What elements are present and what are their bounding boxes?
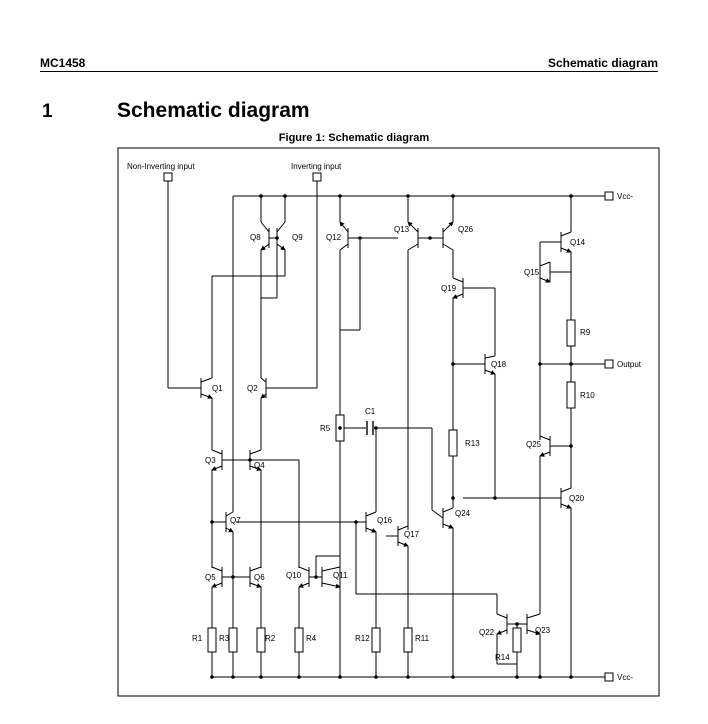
label-non-inverting-input: Non-Inverting input (127, 162, 195, 171)
label-q17: Q17 (404, 530, 420, 539)
label-q6: Q6 (254, 573, 265, 582)
resistor-r1 (207, 627, 217, 653)
label-r1: R1 (192, 634, 203, 643)
pin-vcc-bottom (604, 672, 614, 682)
label-q1: Q1 (212, 384, 223, 393)
transistor-q23 (526, 613, 541, 636)
figure-frame (117, 147, 660, 697)
transistor-q25 (539, 435, 551, 457)
label-q10: Q10 (286, 571, 302, 580)
label-q3: Q3 (205, 456, 216, 465)
pin-non-inverting-input (163, 172, 173, 182)
capacitor-c1 (366, 421, 374, 435)
label-r3: R3 (219, 634, 230, 643)
label-inverting-input: Inverting input (291, 162, 342, 171)
header-rule (40, 71, 658, 72)
header-part-number: MC1458 (40, 56, 86, 70)
label-q16: Q16 (377, 516, 393, 525)
label-r14: R14 (495, 653, 510, 662)
transistor-q9 (276, 221, 286, 251)
transistor-q5 (211, 566, 223, 588)
label-r10: R10 (580, 391, 595, 400)
resistor-r14 (512, 627, 522, 653)
transistor-q6 (249, 566, 262, 588)
label-q9: Q9 (292, 233, 303, 242)
resistor-r12 (371, 627, 381, 653)
label-q13: Q13 (394, 225, 410, 234)
section-title: Schematic diagram (117, 99, 310, 122)
label-q8: Q8 (250, 233, 261, 242)
label-q15: Q15 (524, 268, 540, 277)
label-q2: Q2 (247, 384, 258, 393)
resistor-r3 (228, 627, 238, 653)
label-q26: Q26 (458, 225, 474, 234)
label-q19: Q19 (441, 284, 457, 293)
label-q4: Q4 (254, 461, 265, 470)
transistor-q22 (496, 613, 508, 635)
transistor-q13 (407, 221, 419, 251)
label-q23: Q23 (535, 626, 551, 635)
resistor-r10 (566, 381, 576, 409)
pin-vcc-top (604, 191, 614, 201)
transistor-q17 (397, 525, 409, 547)
label-q24: Q24 (455, 509, 471, 518)
figure-caption: Figure 1: Schematic diagram (278, 132, 430, 144)
transistor-q11 (321, 566, 341, 589)
label-r5: R5 (320, 424, 331, 433)
transistor-q18 (484, 354, 496, 375)
resistor-r13 (448, 429, 458, 457)
transistor-q8 (260, 221, 270, 251)
transistor-q12 (339, 221, 349, 251)
label-c1: C1 (365, 407, 376, 416)
transistor-q14 (560, 231, 572, 253)
label-r2: R2 (265, 634, 276, 643)
transistor-q15 (539, 261, 551, 283)
resistor-r2 (256, 627, 266, 653)
label-q14: Q14 (570, 238, 586, 247)
label-r9: R9 (580, 328, 591, 337)
label-r12: R12 (355, 634, 370, 643)
header-section-title: Schematic diagram (547, 56, 658, 70)
label-r4: R4 (306, 634, 317, 643)
label-q12: Q12 (326, 233, 342, 242)
transistor-q20 (560, 487, 572, 509)
label-vcc-top: Vcc- (617, 192, 633, 201)
section-number: 1 (42, 101, 53, 122)
transistor-q3 (211, 449, 223, 471)
label-q5: Q5 (205, 573, 216, 582)
label-q7: Q7 (230, 516, 241, 525)
pin-inverting-input (312, 172, 322, 182)
transistor-q24 (442, 507, 454, 529)
pin-output (604, 359, 614, 369)
label-q20: Q20 (569, 494, 585, 503)
transistor-q19 (452, 277, 464, 299)
resistor-r4 (294, 627, 304, 653)
label-r13: R13 (465, 439, 480, 448)
label-q18: Q18 (491, 360, 507, 369)
transistor-q1 (200, 377, 213, 399)
label-q22: Q22 (479, 628, 495, 637)
resistor-r9 (566, 319, 576, 347)
resistor-r11 (403, 627, 413, 653)
label-q11: Q11 (333, 571, 348, 580)
transistor-q2 (260, 377, 267, 399)
label-q25: Q25 (526, 440, 542, 449)
transistor-q26 (442, 221, 454, 251)
transistor-q7 (225, 511, 234, 533)
transistor-q10 (298, 566, 310, 588)
label-output: Output (617, 360, 642, 369)
label-vcc-bottom: Vcc- (617, 673, 633, 682)
label-r11: R11 (415, 634, 430, 643)
transistor-q16 (365, 511, 377, 533)
